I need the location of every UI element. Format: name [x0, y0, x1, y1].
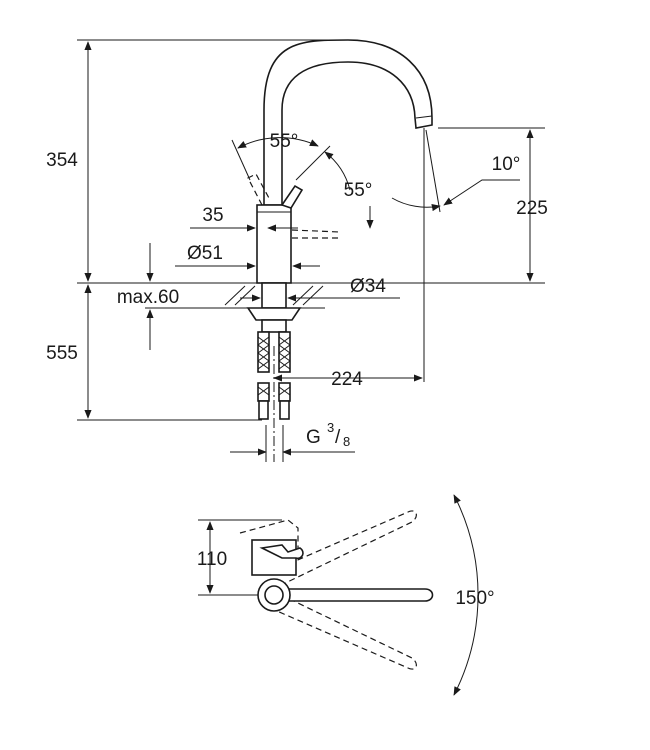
- spout-swivel-positions: [239, 510, 417, 670]
- label-body-diameter: Ø51: [187, 243, 223, 264]
- label-connection-thread: G: [306, 427, 321, 448]
- label-swivel-angle: 150°: [455, 588, 494, 609]
- fixing-nut: [246, 307, 302, 333]
- label-below-height: 555: [46, 343, 78, 364]
- label-base-diameter: Ø34: [350, 276, 386, 297]
- tap-body: [247, 173, 341, 284]
- label-lever-offset: 35: [202, 205, 223, 226]
- label-thread-slash: /: [335, 427, 341, 448]
- flexible-hoses: [257, 331, 291, 420]
- label-lever-angle-right: 55°: [344, 180, 373, 201]
- dimension-labels: 354 55° 55° 10° 225 35 Ø51 Ø34 max.60 55…: [46, 131, 548, 449]
- label-spout-height: 225: [516, 198, 548, 219]
- front-view: 354 55° 55° 10° 225 35 Ø51 Ø34 max.60 55…: [46, 39, 548, 462]
- top-dimension-lines: [198, 494, 479, 696]
- label-spout-reach: 224: [331, 369, 363, 390]
- label-max-thickness: max.60: [117, 287, 179, 308]
- label-total-height: 354: [46, 150, 78, 171]
- countertop-section: [222, 282, 325, 309]
- top-spout: [273, 588, 434, 602]
- label-spout-angle: 10°: [492, 154, 521, 175]
- label-lever-angle-left: 55°: [270, 131, 299, 152]
- label-thread-numerator: 3: [327, 420, 334, 435]
- dimension-lines: [77, 39, 545, 462]
- spout: [263, 39, 433, 206]
- label-thread-denominator: 8: [343, 434, 350, 449]
- top-view: 110 150°: [197, 494, 495, 696]
- label-depth: 110: [197, 549, 227, 570]
